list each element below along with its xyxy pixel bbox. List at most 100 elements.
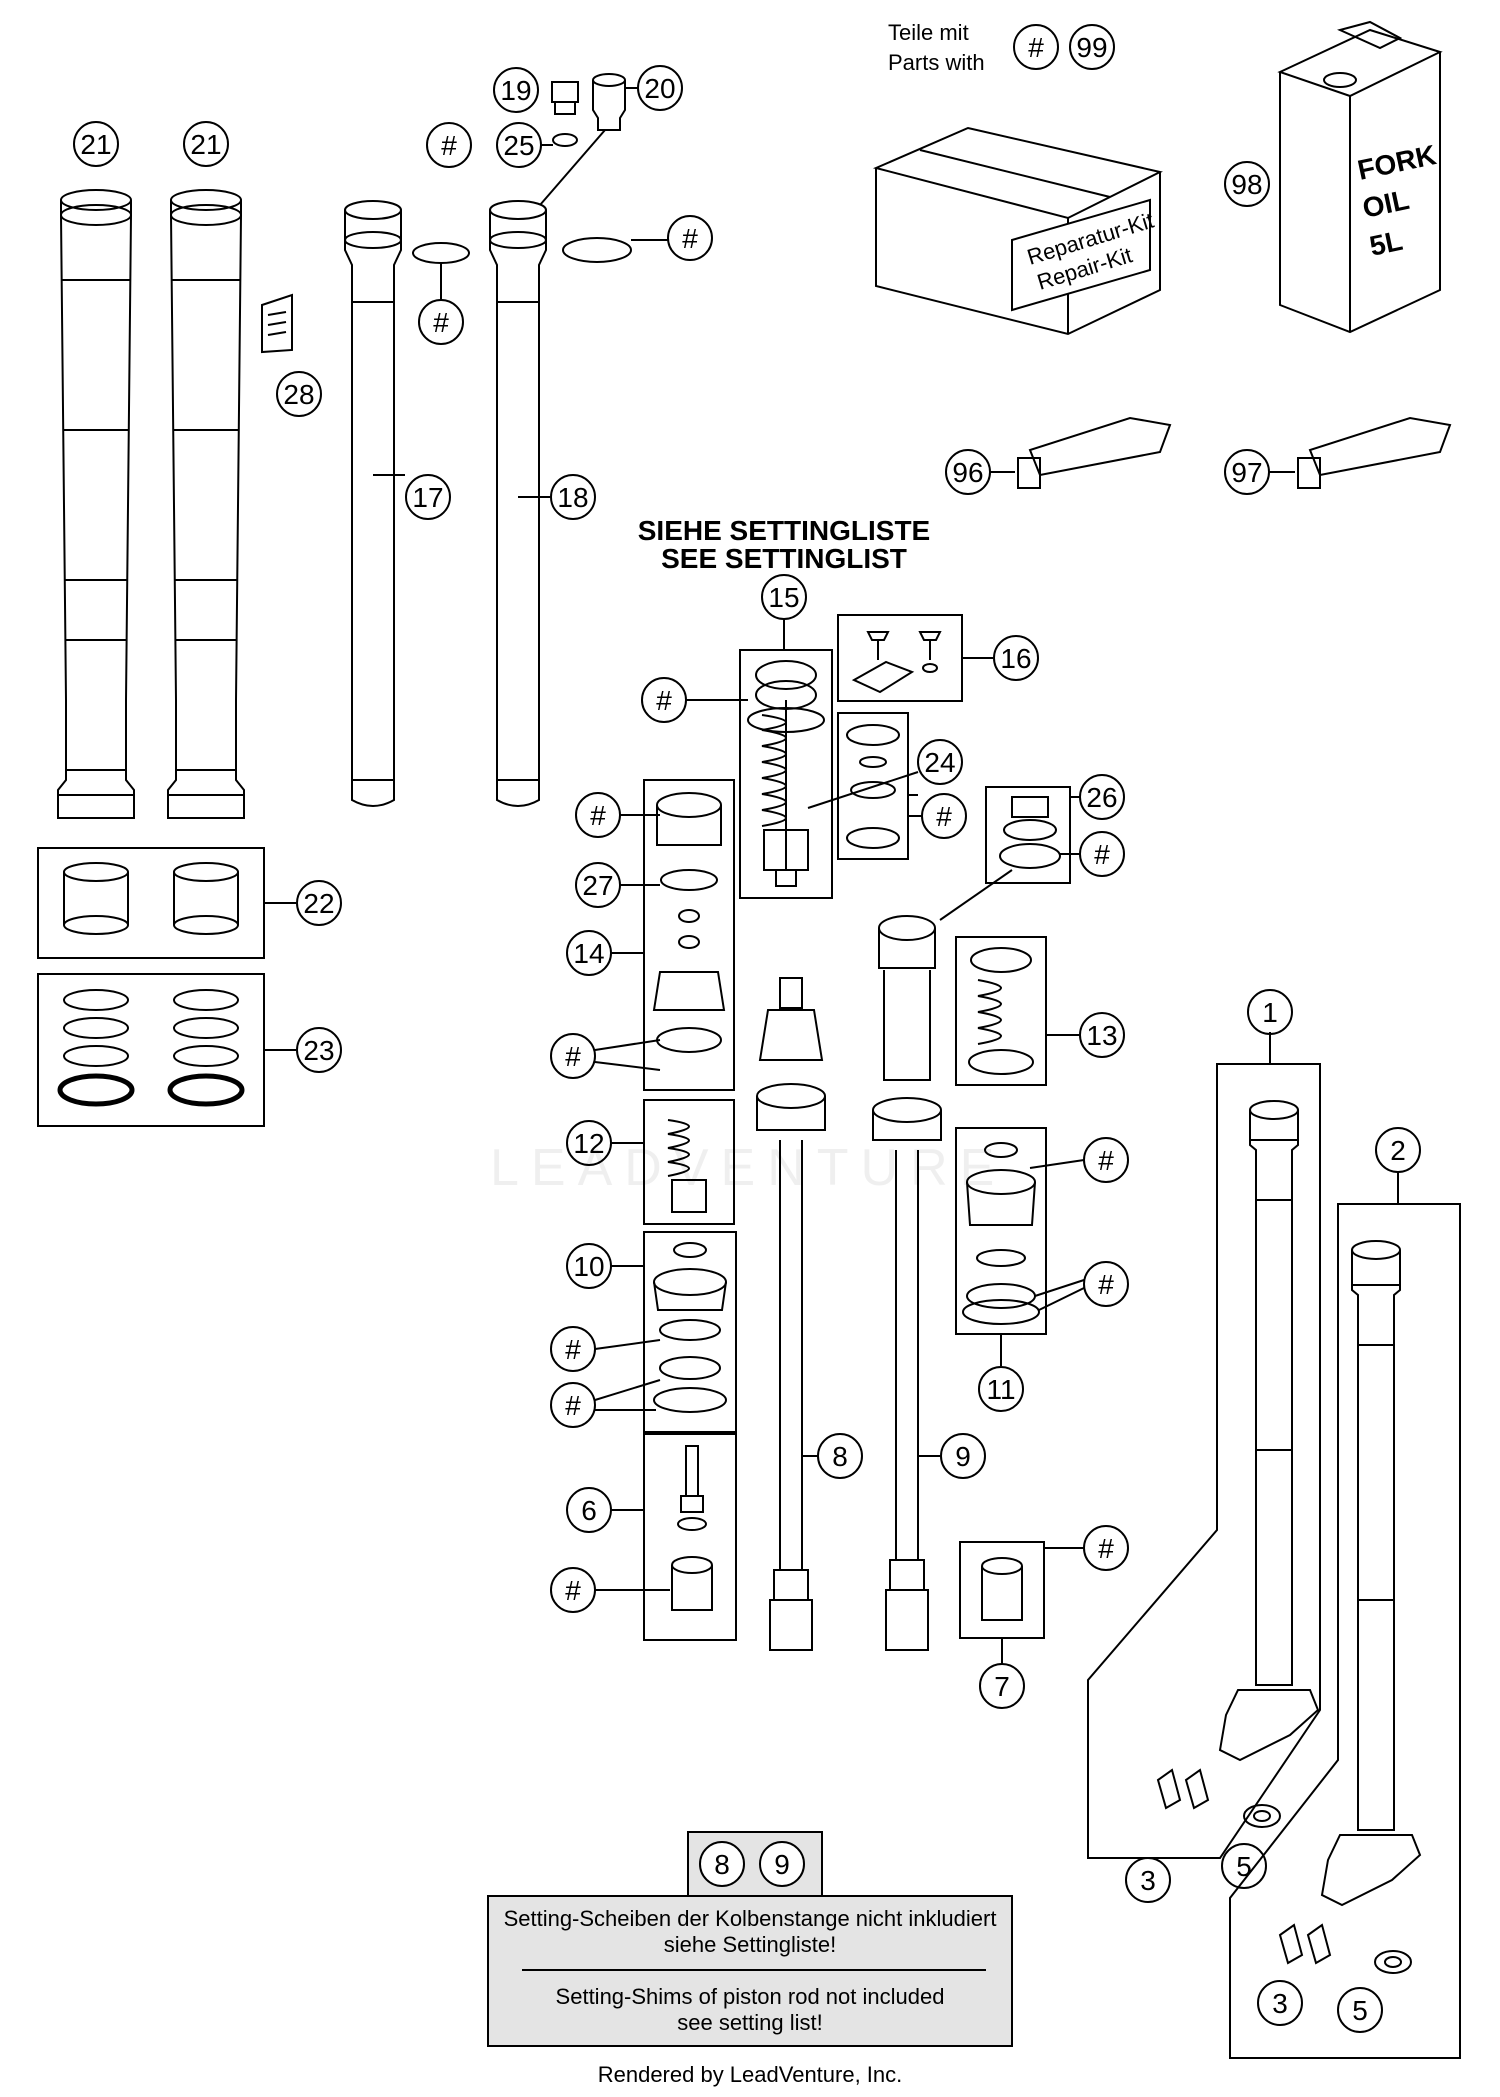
callout-12[interactable]: 12 xyxy=(566,1120,612,1166)
callout-21a[interactable]: 21 xyxy=(73,121,119,167)
repair-kit-box[interactable] xyxy=(872,126,1163,336)
outer-tube-21-left[interactable] xyxy=(57,189,135,819)
oring-18[interactable] xyxy=(562,237,668,263)
callout-6-label: 6 xyxy=(581,1495,597,1526)
callout-hash-24[interactable]: # xyxy=(921,793,967,839)
oring-17[interactable] xyxy=(412,242,470,300)
callout-11[interactable]: 11 xyxy=(978,1366,1024,1412)
callout-2[interactable]: 2 xyxy=(1375,1127,1421,1173)
callout-hash-7[interactable]: # xyxy=(1083,1525,1129,1571)
note-callout-9[interactable]: 9 xyxy=(759,1841,805,1887)
seal-kit-24[interactable] xyxy=(837,712,918,860)
callout-24[interactable]: 24 xyxy=(917,739,963,785)
piston-rod-8[interactable] xyxy=(756,977,826,1651)
callout-17[interactable]: 17 xyxy=(405,474,451,520)
callout-8[interactable]: 8 xyxy=(817,1433,863,1479)
spring-assembly-13[interactable] xyxy=(955,936,1080,1086)
callout-9[interactable]: 9 xyxy=(940,1433,986,1479)
needle-assembly-6[interactable] xyxy=(643,1433,737,1641)
callout-15-label: 15 xyxy=(768,582,799,613)
callout-12-label: 12 xyxy=(573,1128,604,1159)
nut-leg2[interactable] xyxy=(1374,1950,1412,1974)
callout-26[interactable]: 26 xyxy=(1079,774,1125,820)
callout-96[interactable]: 96 xyxy=(945,449,991,495)
note-en-line1: Setting-Shims of piston rod not included xyxy=(556,1984,945,2009)
fork-leg-1[interactable] xyxy=(1218,1100,1320,1762)
callout-hash-10b[interactable]: # xyxy=(550,1382,596,1428)
callout-5b[interactable]: 5 xyxy=(1337,1987,1383,2033)
callout-7[interactable]: 7 xyxy=(979,1663,1025,1709)
callout-96-label: 96 xyxy=(952,457,983,488)
oring-25[interactable] xyxy=(552,133,578,147)
spring-assembly-15[interactable] xyxy=(739,649,833,899)
callout-97[interactable]: 97 xyxy=(1224,449,1270,495)
callout-13[interactable]: 13 xyxy=(1079,1012,1125,1058)
note-callout-8[interactable]: 8 xyxy=(699,1841,745,1887)
bolt-kit-16[interactable] xyxy=(837,614,993,702)
piston-rod-9[interactable] xyxy=(872,915,942,1651)
oring-15[interactable] xyxy=(747,707,825,733)
callout-hash-18[interactable]: # xyxy=(667,215,713,261)
fork-leg-2[interactable] xyxy=(1320,1240,1422,1907)
sticker-28[interactable] xyxy=(261,293,293,354)
kit-legend-line2: Parts with xyxy=(888,50,985,75)
callout-26-label: 26 xyxy=(1086,782,1117,813)
callout-hash-6[interactable]: # xyxy=(550,1567,596,1613)
base-valve-7[interactable] xyxy=(959,1541,1084,1639)
callout-hash-25[interactable]: # xyxy=(426,122,472,168)
kit-hash-callout[interactable]: # xyxy=(1013,24,1059,70)
callout-hash-17[interactable]: # xyxy=(418,299,464,345)
valve-assembly-11[interactable] xyxy=(955,1127,1047,1335)
callout-14[interactable]: 14 xyxy=(566,930,612,976)
callout-19[interactable]: 19 xyxy=(493,67,539,113)
fork-oil-can[interactable] xyxy=(1277,20,1443,334)
callout-24-label: 24 xyxy=(924,747,955,778)
callout-21b[interactable]: 21 xyxy=(183,121,229,167)
outer-tube-21-right[interactable] xyxy=(167,189,245,819)
callout-27[interactable]: 27 xyxy=(575,862,621,908)
callout-1[interactable]: 1 xyxy=(1247,989,1293,1035)
callout-25-label: 25 xyxy=(503,130,534,161)
callout-10[interactable]: 10 xyxy=(566,1243,612,1289)
callout-6[interactable]: 6 xyxy=(566,1487,612,1533)
piston-10[interactable] xyxy=(643,1231,737,1433)
callout-hash-10a[interactable]: # xyxy=(550,1326,596,1372)
callout-3b-label: 3 xyxy=(1272,1988,1288,2019)
callout-16[interactable]: 16 xyxy=(993,635,1039,681)
grease-tube-97[interactable] xyxy=(1297,416,1452,489)
inner-tube-18[interactable] xyxy=(489,200,547,807)
callout-21a-label: 21 xyxy=(80,129,111,160)
callout-25[interactable]: 25 xyxy=(496,122,542,168)
bolts-leg2[interactable] xyxy=(1278,1923,1332,1965)
inner-tube-17[interactable] xyxy=(344,200,402,807)
bolts-leg1[interactable] xyxy=(1156,1768,1210,1810)
valve-20[interactable] xyxy=(592,73,638,131)
callout-hash-11b[interactable]: # xyxy=(1083,1261,1129,1307)
spring-12[interactable] xyxy=(643,1099,735,1225)
callout-15[interactable]: 15 xyxy=(761,574,807,620)
note-box xyxy=(487,1895,1013,2047)
valve-assembly-14[interactable] xyxy=(643,779,735,1091)
callout-hash-14a[interactable]: # xyxy=(575,792,621,838)
bushing-kit-22[interactable] xyxy=(37,847,296,959)
callout-hash-15[interactable]: # xyxy=(641,677,687,723)
callout-11-label: 11 xyxy=(986,1374,1015,1405)
screw-19[interactable] xyxy=(551,81,579,115)
callout-98[interactable]: 98 xyxy=(1224,161,1270,207)
callout-20[interactable]: 20 xyxy=(637,65,683,111)
callout-hash-26[interactable]: # xyxy=(1079,831,1125,877)
callout-hash-14b[interactable]: # xyxy=(550,1033,596,1079)
seal-kit-23[interactable] xyxy=(37,973,296,1127)
callout-hash-11a[interactable]: # xyxy=(1083,1137,1129,1183)
grease-tube-96[interactable] xyxy=(1017,416,1172,489)
callout-22[interactable]: 22 xyxy=(296,880,342,926)
callout-28[interactable]: 28 xyxy=(276,371,322,417)
callout-3[interactable]: 3 xyxy=(1125,1857,1171,1903)
callout-99[interactable]: 99 xyxy=(1069,24,1115,70)
cap-26[interactable] xyxy=(985,786,1071,884)
callout-3b[interactable]: 3 xyxy=(1257,1980,1303,2026)
callout-18[interactable]: 18 xyxy=(550,474,596,520)
callout-hash-24-label: # xyxy=(936,801,952,832)
nut-leg1[interactable] xyxy=(1243,1804,1281,1828)
callout-23[interactable]: 23 xyxy=(296,1027,342,1073)
